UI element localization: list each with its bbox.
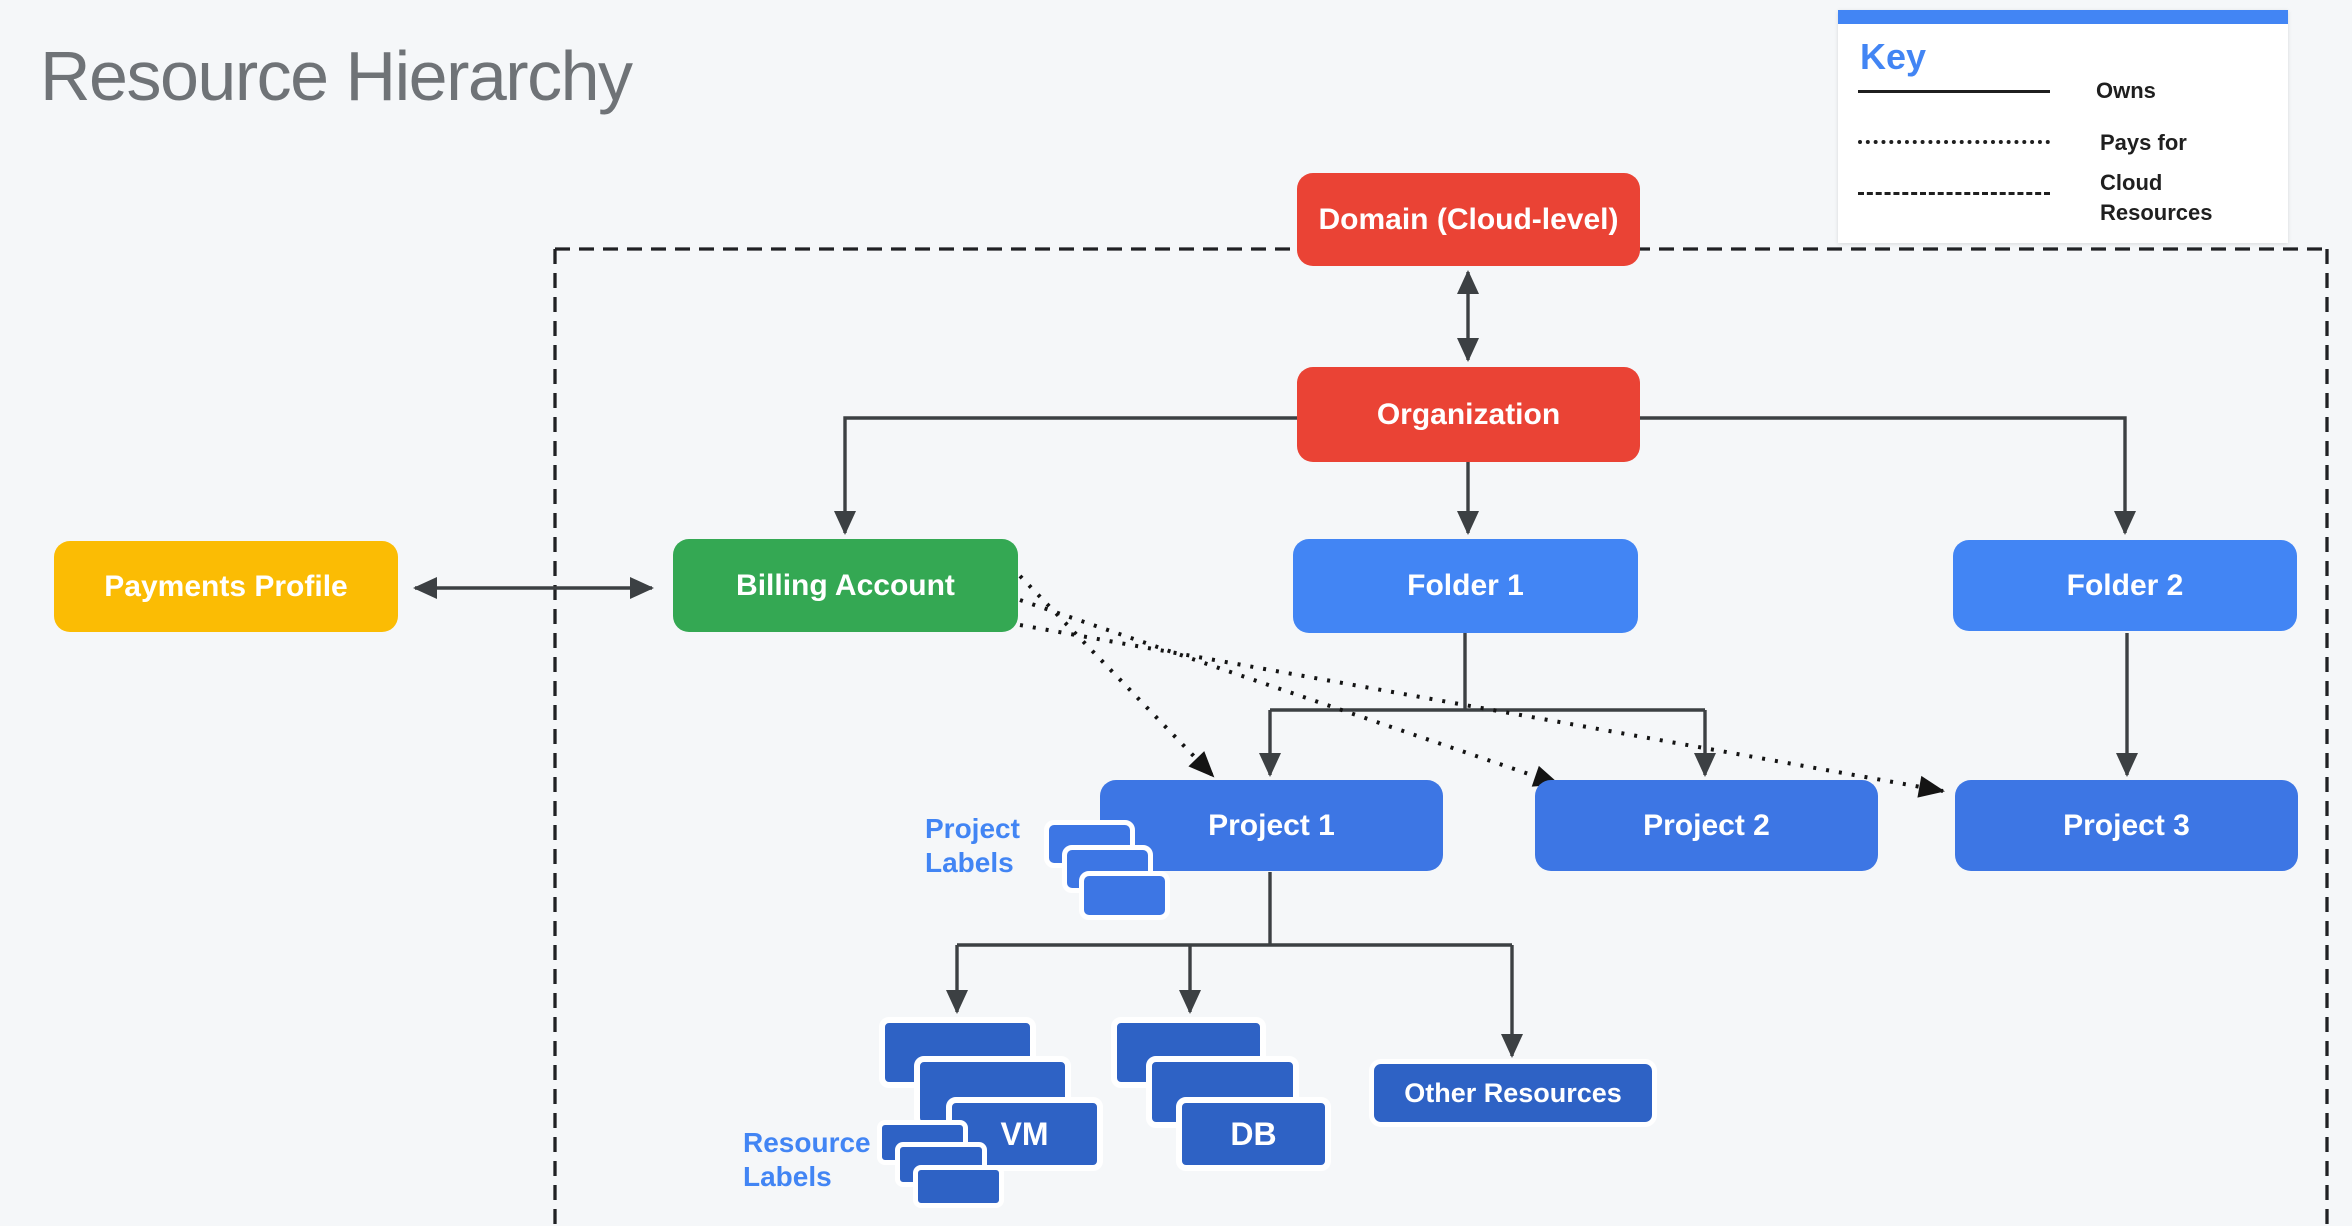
pays-for-edges: [1018, 574, 1945, 798]
node-project-1: Project 1: [1100, 780, 1443, 871]
edge-billing-project1: [1018, 574, 1215, 778]
legend-label-pays-for: Pays for: [2100, 130, 2187, 155]
node-organization: Organization: [1297, 367, 1640, 462]
node-project-3: Project 3: [1955, 780, 2298, 871]
key-panel: Key Owns Pays for Cloud Resources: [1838, 10, 2288, 243]
legend-label-owns: Owns: [2096, 78, 2156, 103]
node-folder-2: Folder 2: [1953, 540, 2297, 631]
node-folder-1: Folder 1: [1293, 539, 1638, 633]
cloud-boundary: [553, 247, 2329, 1226]
project-labels-stack-card: [1079, 871, 1170, 920]
legend-sample-owns-line: [1858, 90, 2050, 93]
key-heading: Key: [1860, 36, 1927, 77]
node-other-resources: Other Resources: [1369, 1059, 1657, 1127]
page-title: Resource Hierarchy: [40, 37, 633, 115]
node-billing-account: Billing Account: [673, 539, 1018, 632]
node-project-2: Project 2: [1535, 780, 1878, 871]
owns-edges: [413, 270, 2138, 1058]
node-domain: Domain (Cloud-level): [1297, 173, 1640, 266]
key-accent-bar: [1838, 10, 2288, 24]
project-labels-annotation: Project Labels: [925, 813, 1020, 879]
edge-organization-folder2: [1640, 416, 2136, 535]
node-payments-profile: Payments Profile: [54, 541, 398, 632]
resource-labels-stack-card: [913, 1165, 1004, 1208]
legend-label-cloud-resources: Cloud Resources: [2100, 170, 2213, 225]
node-db: DB: [1176, 1097, 1331, 1171]
legend-sample-pays-for-line: [1858, 140, 2050, 144]
edge-organization-billing: [834, 416, 1297, 535]
legend-sample-cloud-resources-line: [1858, 192, 2050, 195]
resource-labels-annotation: Resource Labels: [743, 1127, 871, 1193]
edge-billing-project3: [1019, 623, 1945, 798]
